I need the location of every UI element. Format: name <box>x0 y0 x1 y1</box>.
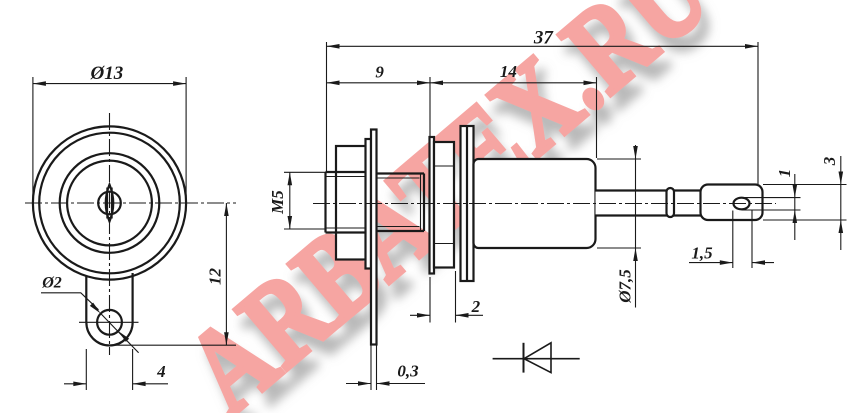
svg-text:12: 12 <box>206 268 225 286</box>
svg-text:3: 3 <box>820 156 839 166</box>
svg-text:37: 37 <box>533 28 555 49</box>
svg-text:1,5: 1,5 <box>691 244 713 263</box>
svg-text:0,3: 0,3 <box>397 362 419 381</box>
svg-text:9: 9 <box>375 63 384 82</box>
svg-text:Ø13: Ø13 <box>90 63 124 84</box>
svg-text:Ø7,5: Ø7,5 <box>616 269 635 304</box>
svg-text:14: 14 <box>500 62 517 81</box>
svg-text:1: 1 <box>775 169 794 178</box>
svg-text:2: 2 <box>471 297 481 316</box>
svg-text:4: 4 <box>156 362 166 381</box>
svg-text:Ø2: Ø2 <box>41 275 62 292</box>
svg-text:M5: M5 <box>268 190 287 215</box>
